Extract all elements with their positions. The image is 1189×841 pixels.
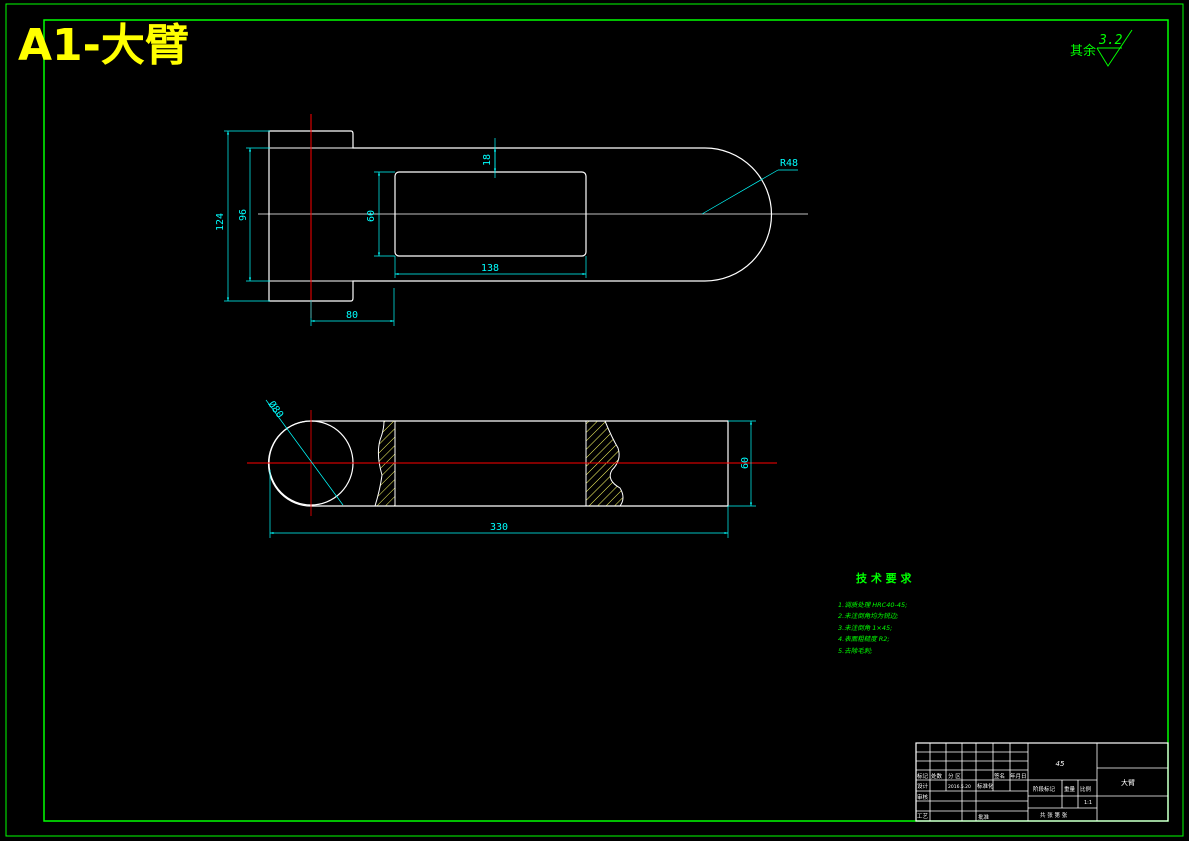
top-view: 124 96 60 18 138 80 R48 [215,114,808,326]
dim-18: 18 [482,154,493,166]
front-view: Ø80 60 330 [247,399,777,538]
tb-label-mark: 标记 [917,772,929,780]
dim-r48: R48 [780,158,798,169]
title-block [915,742,1169,822]
roughness-symbol: 其余 3.2 [1070,29,1133,67]
top-view-outline [268,130,773,302]
tb-scale-value: 1:1 [1084,800,1092,806]
dim-330: 330 [490,522,508,533]
tb-label-count: 处数 [931,772,943,780]
outer-border [5,3,1184,837]
drawing-title: A1-大臂 [18,20,189,71]
tech-requirements: 技 术 要 求 1.调质处理 HRC40-45; 2.未注倒角均为锐边; 3.未… [838,571,912,655]
dim-80: 80 [346,310,358,321]
inner-border [43,19,1169,822]
tech-req-item: 3.未注倒角 1×45; [838,624,892,632]
tb-label-design: 设计 [917,782,929,790]
tech-req-item: 2.未注倒角均为锐边; [838,612,898,620]
roughness-prefix: 其余 [1070,43,1096,59]
tb-label-check: 审核 [917,793,929,801]
tech-req-item: 5.去除毛刺; [838,647,872,655]
tech-req-item: 1.调质处理 HRC40-45; [838,601,907,609]
dim-96: 96 [238,209,249,221]
tb-label-process: 工艺 [917,813,929,820]
dim-124: 124 [215,213,226,231]
tb-label-sign: 签名 [994,772,1005,780]
tech-req-item: 4.表面粗糙度 R2; [838,635,890,643]
dim-60-front: 60 [740,457,751,469]
title-block-text: 45 大臂 标记 处数 分 区 签名 年月日 设计 2016.5.20 标准化 … [917,760,1135,821]
tb-sheet: 共 张 第 张 [1040,811,1068,819]
tb-label-zone: 分 区 [948,772,961,780]
dim-138: 138 [481,263,499,274]
tb-label-standard: 标准化 [977,782,994,790]
tb-label-weight: 重量 [1064,785,1076,793]
tb-label-approve: 批准 [978,813,990,821]
tb-part-name: 大臂 [1121,778,1135,787]
tb-label-scale: 比例 [1080,785,1092,793]
tb-label-date: 年月日 [1010,772,1027,780]
tb-label-stage: 阶段标记 [1033,785,1056,793]
tb-material: 45 [1056,760,1065,768]
dim-60-slot: 60 [366,210,377,222]
tech-req-heading: 技 术 要 求 [856,571,912,585]
dim-phi80: Ø80 [266,399,286,421]
roughness-value: 3.2 [1098,33,1123,48]
tb-design-date: 2016.5.20 [948,784,971,790]
